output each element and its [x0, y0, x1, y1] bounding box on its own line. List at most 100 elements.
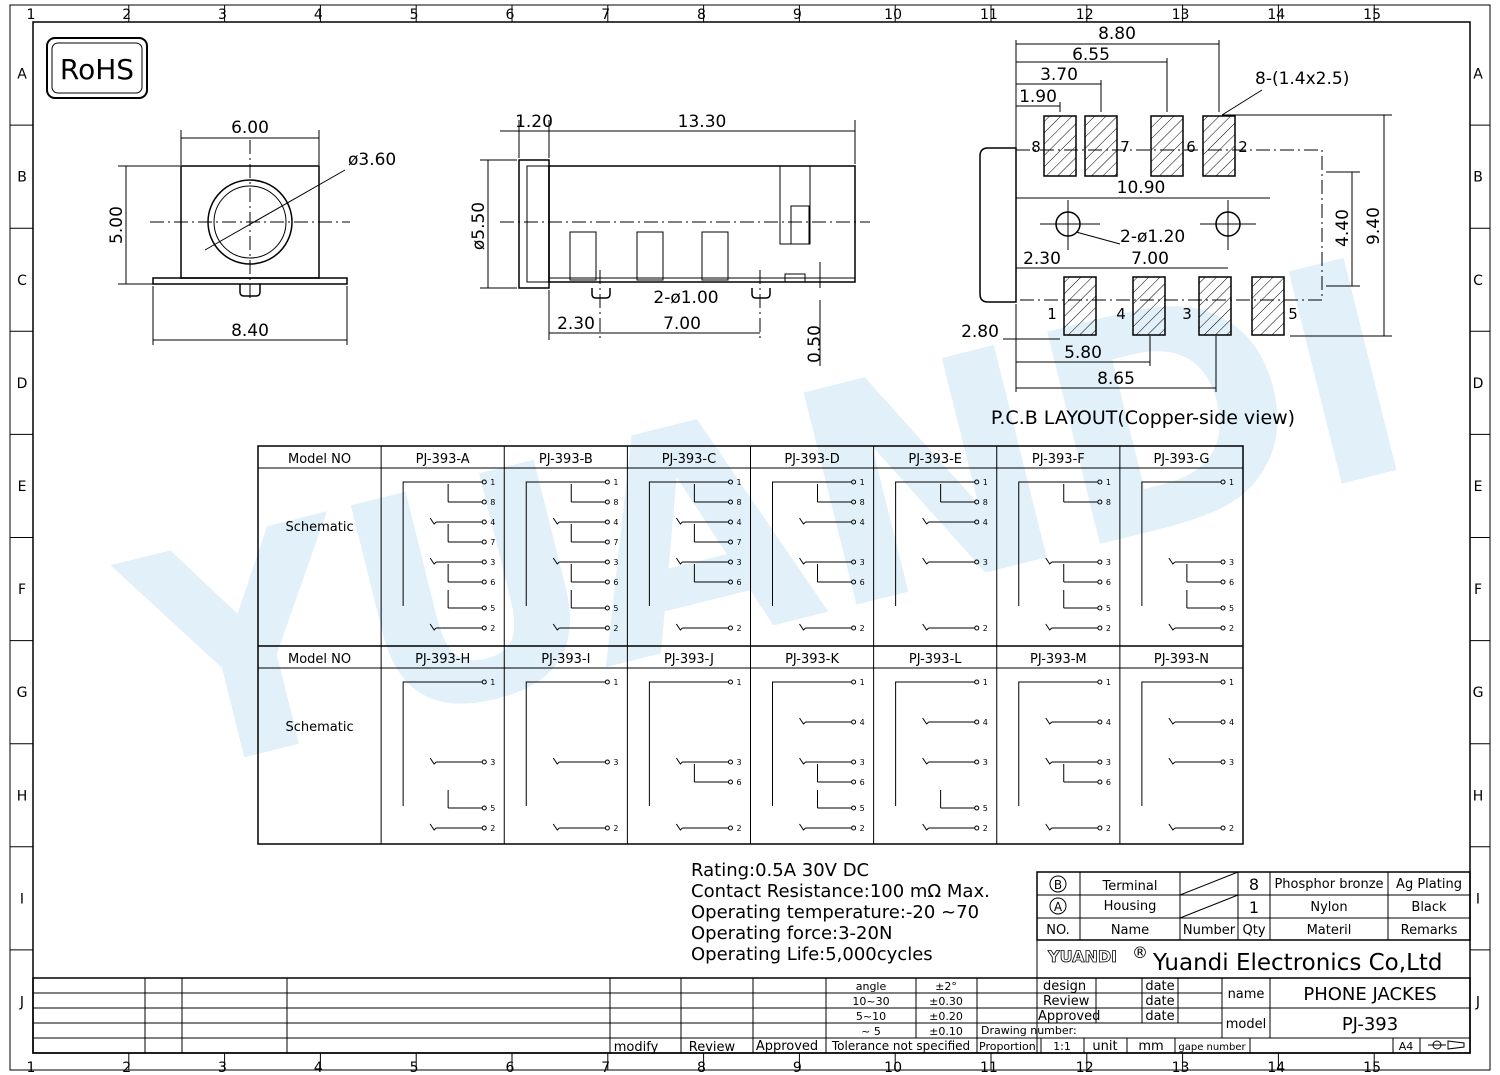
model-no-header: Model NO — [288, 652, 351, 667]
pcb-pad — [1084, 115, 1118, 177]
row-ref-F-right: F — [1474, 582, 1482, 598]
pin-label: 4 — [737, 518, 742, 527]
tb-review: Review — [1043, 994, 1090, 1009]
pcb-dim-655: 6.55 — [1072, 45, 1110, 65]
pcb-pad — [1150, 115, 1184, 177]
spec-line: Rating:0.5A 30V DC — [691, 860, 869, 881]
pin-label: 4 — [613, 518, 618, 527]
pin-label: 1 — [490, 478, 495, 487]
col-ref-9-top: 9 — [793, 7, 802, 23]
row-ref-E-left: E — [18, 479, 27, 495]
model-name: PJ-393-K — [785, 652, 839, 667]
rev-modify: modify — [614, 1040, 659, 1055]
pin-label: 3 — [1106, 758, 1111, 767]
pin-label: 8 — [613, 498, 618, 507]
bom-b-name: Terminal — [1102, 879, 1158, 894]
pin-label: 6 — [860, 778, 865, 787]
pin-label: 3 — [983, 558, 988, 567]
front-width-dim: 6.00 — [231, 118, 269, 138]
tb-date-3: date — [1145, 1009, 1174, 1024]
bom-b-material: Phosphor bronze — [1274, 877, 1383, 892]
pin-label: 5 — [490, 804, 495, 813]
col-ref-8-top: 8 — [697, 7, 706, 23]
pcb-pad — [1132, 276, 1166, 336]
pin-label: 2 — [860, 624, 865, 633]
front-hole-dim: ø3.60 — [348, 150, 396, 170]
title-block: modify Review Approved angle ±2° 10~30 ±… — [32, 977, 1471, 1055]
row-ref-J-left: J — [19, 994, 24, 1010]
pin-label: 1 — [983, 678, 988, 687]
pin-label: 3 — [613, 758, 618, 767]
projection-symbol-icon — [1428, 1040, 1465, 1050]
tol-t2: ±0.20 — [929, 1010, 963, 1023]
pin-label: 4 — [983, 518, 988, 527]
pcb-dim-440: 4.40 — [1333, 209, 1353, 247]
row-ref-C-right: C — [1473, 273, 1483, 289]
col-ref-13-bottom: 13 — [1172, 1060, 1190, 1075]
pin-label: 4 — [983, 718, 988, 727]
rohs-label: RoHS — [60, 53, 134, 86]
model-name: PJ-393-G — [1153, 452, 1209, 467]
tb-unit: unit — [1092, 1039, 1117, 1054]
pin-label: 3 — [737, 758, 742, 767]
rev-approved: Approved — [756, 1039, 818, 1054]
pin-label: 2 — [1229, 624, 1234, 633]
bom-a-material: Nylon — [1310, 900, 1347, 915]
pin-label: 7 — [490, 538, 495, 547]
company-registered: ® — [1132, 943, 1148, 962]
row-ref-A-left: A — [17, 67, 27, 83]
tb-model-value: PJ-393 — [1342, 1014, 1398, 1035]
tb-date-2: date — [1145, 994, 1174, 1009]
pin-label: 2 — [1106, 824, 1111, 833]
pcb-pad — [1063, 276, 1097, 336]
pcb-dim-880: 8.80 — [1098, 24, 1136, 44]
pin-label: 5 — [613, 604, 618, 613]
pin-label: 6 — [1106, 778, 1111, 787]
pin-label: 8 — [1106, 498, 1111, 507]
col-ref-12-top: 12 — [1076, 7, 1094, 23]
pin-label: 6 — [737, 778, 742, 787]
pin-label: 3 — [983, 758, 988, 767]
row-ref-H-right: H — [1473, 788, 1484, 804]
spec-line: Contact Resistance:100 mΩ Max. — [691, 881, 990, 902]
col-ref-14-top: 14 — [1267, 7, 1285, 23]
tb-name-label: name — [1228, 987, 1265, 1002]
pin-label: 6 — [613, 578, 618, 587]
tol-t3: ±0.10 — [929, 1025, 963, 1038]
pcb-pad — [1251, 276, 1285, 336]
pin-label: 1 — [1229, 678, 1234, 687]
col-ref-8-bottom: 8 — [697, 1060, 706, 1075]
bom-b-qty: 8 — [1249, 875, 1259, 894]
company-block: YUANDI ® Yuandi Electronics Co,Ltd — [1036, 939, 1471, 979]
pin-label: 1 — [1229, 478, 1234, 487]
model-name: PJ-393-H — [415, 652, 470, 667]
front-base-dim: 8.40 — [231, 321, 269, 341]
pin-label: 1 — [613, 478, 618, 487]
pin-label: 1 — [983, 478, 988, 487]
pin-label: 2 — [613, 624, 618, 633]
col-ref-9-bottom: 9 — [793, 1060, 802, 1075]
pin-label: 4 — [490, 518, 495, 527]
side-view: 1.20 13.30 ø5.50 2-ø1.00 2.30 7.00 0.50 — [469, 112, 870, 366]
row-ref-D-right: D — [1473, 376, 1484, 392]
pin-label: 6 — [860, 578, 865, 587]
pin-label: 3 — [490, 758, 495, 767]
tol-r3: ~ 5 — [861, 1025, 881, 1038]
spec-line: Operating force:3-20N — [691, 923, 892, 944]
tol-label: Tolerance not specified — [831, 1039, 970, 1053]
row-ref-B-right: B — [1473, 170, 1483, 186]
side-body-dim: ø5.50 — [469, 202, 489, 250]
bom-a-name: Housing — [1104, 899, 1157, 914]
tb-gape-number: gape number — [1178, 1042, 1246, 1053]
bom-a-qty: 1 — [1249, 898, 1259, 917]
col-ref-4-top: 4 — [314, 7, 323, 23]
row-ref-I-right: I — [1476, 891, 1480, 907]
bom-h-number: Number — [1183, 923, 1236, 938]
